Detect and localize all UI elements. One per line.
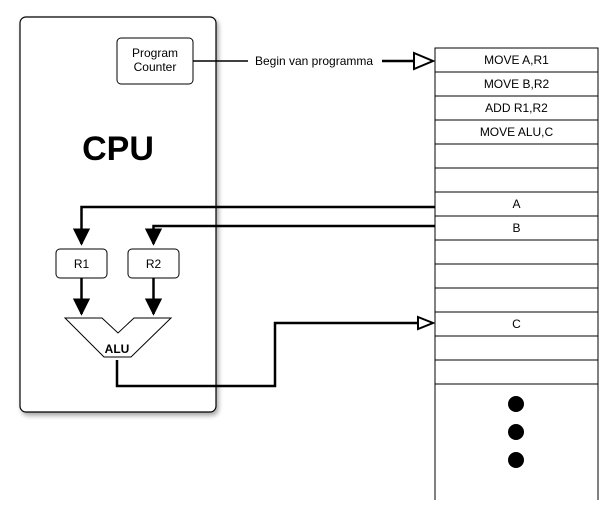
- memory-cell-label: C: [512, 317, 521, 331]
- memory-cell-label: A: [512, 197, 520, 211]
- memory-a-to-r1-arrow: [72, 205, 435, 246]
- memory-cell: [434, 335, 599, 361]
- alu-to-memory-c-arrowhead: [417, 315, 436, 331]
- memory-cell: [434, 143, 599, 169]
- memory-cell-label: MOVE B,R2: [484, 77, 550, 91]
- alu-shape: [63, 317, 173, 358]
- memory-cell: [434, 167, 599, 193]
- pc-arrowhead: [413, 51, 436, 71]
- register-r2-label: R2: [146, 257, 162, 271]
- memory-continuation-dots: [508, 396, 524, 468]
- alu-label: ALU: [105, 342, 130, 356]
- alu-to-memory-c-arrow: [115, 321, 418, 388]
- continuation-dot: [508, 424, 524, 440]
- memory-b-to-r2-arrow: [144, 224, 435, 246]
- cpu-box: [19, 16, 217, 413]
- memory-cell: [434, 263, 599, 289]
- program-counter-label-line1: Program: [132, 46, 178, 60]
- memory-cell: [434, 239, 599, 265]
- begin-program-label: Begin van programma: [255, 54, 373, 68]
- memory-cell-label: B: [512, 221, 520, 235]
- program-counter-label-line2: Counter: [134, 60, 177, 74]
- memory-cell: [434, 287, 599, 313]
- continuation-dot: [508, 452, 524, 468]
- register-r1-label: R1: [74, 257, 90, 271]
- memory-cell-label: MOVE ALU,C: [480, 125, 554, 139]
- cpu-title: CPU: [82, 130, 154, 168]
- memory-cell-label: MOVE A,R1: [484, 53, 549, 67]
- memory-cell: [434, 359, 599, 385]
- continuation-dot: [508, 396, 524, 412]
- memory-cell-label: ADD R1,R2: [485, 101, 548, 115]
